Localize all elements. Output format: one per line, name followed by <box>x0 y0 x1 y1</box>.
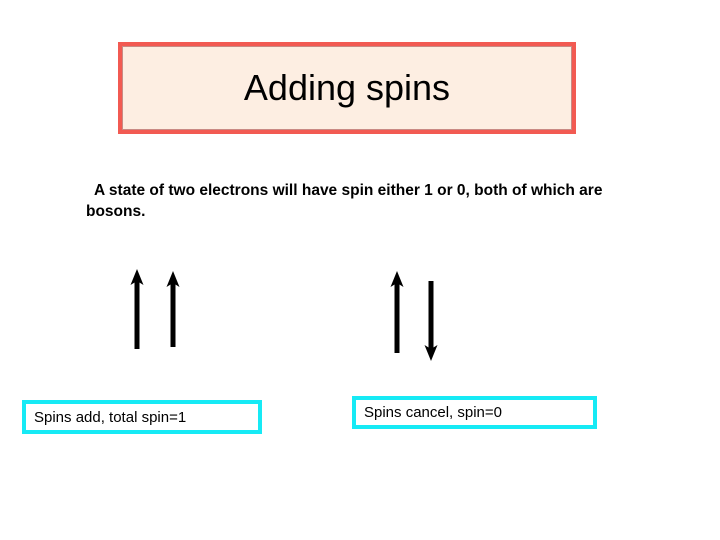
caption-box-spins-cancel: Spins cancel, spin=0 <box>352 396 597 429</box>
caption-right-label: Spins cancel, spin=0 <box>364 404 503 421</box>
arrow-up-3 <box>384 270 410 356</box>
caption-left-label: Spins add, total spin=1 <box>34 408 187 426</box>
arrow-down-1 <box>418 279 444 363</box>
caption-box-spins-add: Spins add, total spin=1 <box>22 400 262 434</box>
arrow-up-2 <box>160 270 186 350</box>
title-box: Adding spins <box>118 42 576 134</box>
page-title: Adding spins <box>243 67 451 108</box>
arrow-up-1 <box>124 268 150 352</box>
body-paragraph: A state of two electrons will have spin … <box>86 182 603 221</box>
title-box-face: Adding spins <box>125 48 569 128</box>
